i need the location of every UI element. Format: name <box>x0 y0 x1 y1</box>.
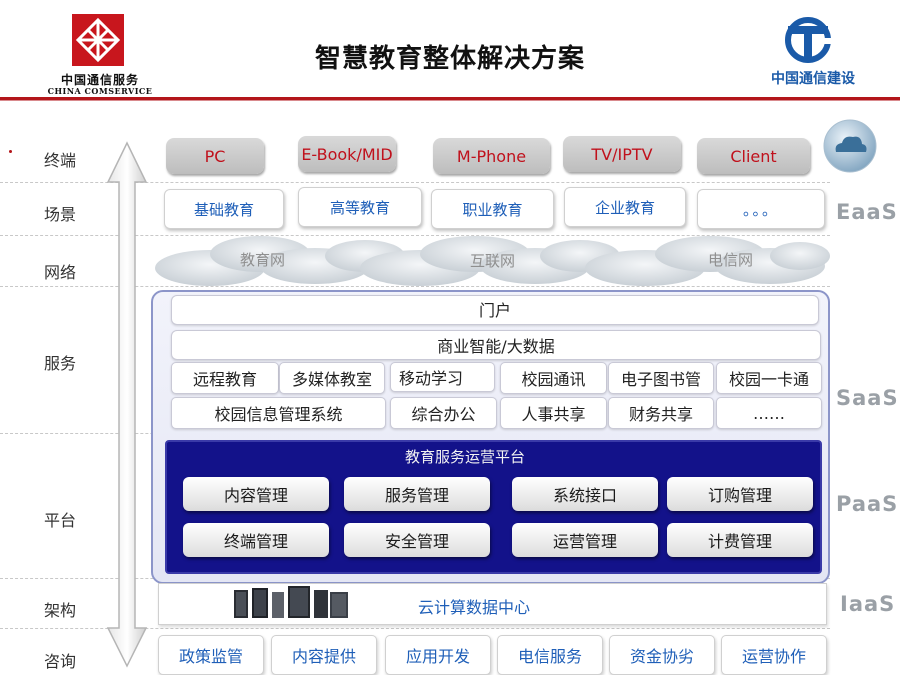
service-hr-sharing: 人事共享 <box>500 397 607 429</box>
consult-telecom-service: 电信服务 <box>497 635 603 675</box>
service-mobile-learning: 移动学习 <box>390 362 495 392</box>
scene-higher-education: 高等教育 <box>298 187 422 227</box>
right-logo-cn: 中国通信建设 <box>771 71 855 87</box>
server-rack-icon <box>234 586 348 618</box>
terminal-ebook: E-Book/MID <box>298 136 396 172</box>
row-divider <box>0 286 830 287</box>
layer-eaas: EaaS <box>836 200 898 224</box>
service-finance-sharing: 财务共享 <box>608 397 714 429</box>
left-logo-cn: 中国通信服务 <box>60 73 139 87</box>
china-construction-logo-icon <box>785 17 838 63</box>
scene-more: 。。。 <box>697 189 825 229</box>
row-label-terminal: 终端 <box>43 151 76 170</box>
consult-policy-regulation: 政策监管 <box>158 635 264 675</box>
platform-content-management: 内容管理 <box>183 477 329 511</box>
service-bi-bigdata: 商业智能/大数据 <box>171 330 821 360</box>
service-campus-communication: 校园通讯 <box>500 362 607 394</box>
platform-terminal-management: 终端管理 <box>183 523 329 557</box>
cloud-datacenter-bar <box>158 583 827 625</box>
left-logo-en: CHINA COMSERVICE <box>47 86 153 96</box>
consult-fund-cooperation: 资金协劣 <box>609 635 715 675</box>
consult-operation-cooperation: 运营协作 <box>721 635 827 675</box>
header-divider <box>0 97 900 100</box>
platform-order-management: 订购管理 <box>667 477 813 511</box>
consult-content-provision: 内容提供 <box>271 635 377 675</box>
terminal-mphone: M-Phone <box>433 138 550 174</box>
platform-security-management: 安全管理 <box>344 523 490 557</box>
row-label-scene: 场景 <box>43 205 76 224</box>
page-title: 智慧教育整体解决方案 <box>314 44 585 74</box>
service-e-library: 电子图书管 <box>608 362 714 394</box>
scene-enterprise-education: 企业教育 <box>564 187 686 227</box>
row-label-platform: 平台 <box>43 511 76 530</box>
platform-title: 教育服务运营平台 <box>405 448 526 466</box>
layer-iaas: IaaS <box>840 592 896 616</box>
cloud-datacenter-label: 云计算数据中心 <box>418 598 531 617</box>
row-divider <box>0 182 830 183</box>
vertical-double-arrow-icon <box>106 141 148 668</box>
platform-billing-management: 计费管理 <box>667 523 813 557</box>
scene-vocational-education: 职业教育 <box>431 189 554 229</box>
bullet-mark <box>9 150 12 153</box>
row-label-network: 网络 <box>43 263 76 282</box>
row-label-consulting: 咨询 <box>43 652 76 671</box>
service-multimedia-classroom: 多媒体教室 <box>279 362 385 394</box>
layer-saas: SaaS <box>836 386 899 410</box>
terminal-pc: PC <box>166 138 264 174</box>
row-divider <box>0 235 830 236</box>
scene-basic-education: 基础教育 <box>164 189 284 229</box>
header-divider-shadow <box>0 100 900 101</box>
network-internet: 互联网 <box>470 252 516 270</box>
service-campus-info-system: 校园信息管理系统 <box>171 397 386 429</box>
terminal-tv-iptv: TV/IPTV <box>563 136 681 172</box>
service-remote-education: 远程教育 <box>171 362 279 394</box>
terminal-client: Client <box>697 138 810 174</box>
platform-service-management: 服务管理 <box>344 477 490 511</box>
network-telecom-net: 电信网 <box>708 251 754 269</box>
china-comservice-logo-icon <box>72 14 124 66</box>
service-campus-card: 校园一卡通 <box>716 362 822 394</box>
row-label-service: 服务 <box>43 354 76 373</box>
service-portal: 门户 <box>171 295 819 325</box>
cloud-service-icon <box>823 119 877 173</box>
platform-system-interface: 系统接口 <box>512 477 658 511</box>
service-more: …… <box>716 397 822 429</box>
service-office: 综合办公 <box>390 397 497 429</box>
consult-app-development: 应用开发 <box>385 635 491 675</box>
row-divider <box>0 628 830 629</box>
layer-paas: PaaS <box>836 492 899 516</box>
platform-operation-management: 运营管理 <box>512 523 658 557</box>
row-label-architecture: 架构 <box>43 601 76 620</box>
network-education-net: 教育网 <box>240 251 286 269</box>
network-cloud-band <box>155 236 830 286</box>
